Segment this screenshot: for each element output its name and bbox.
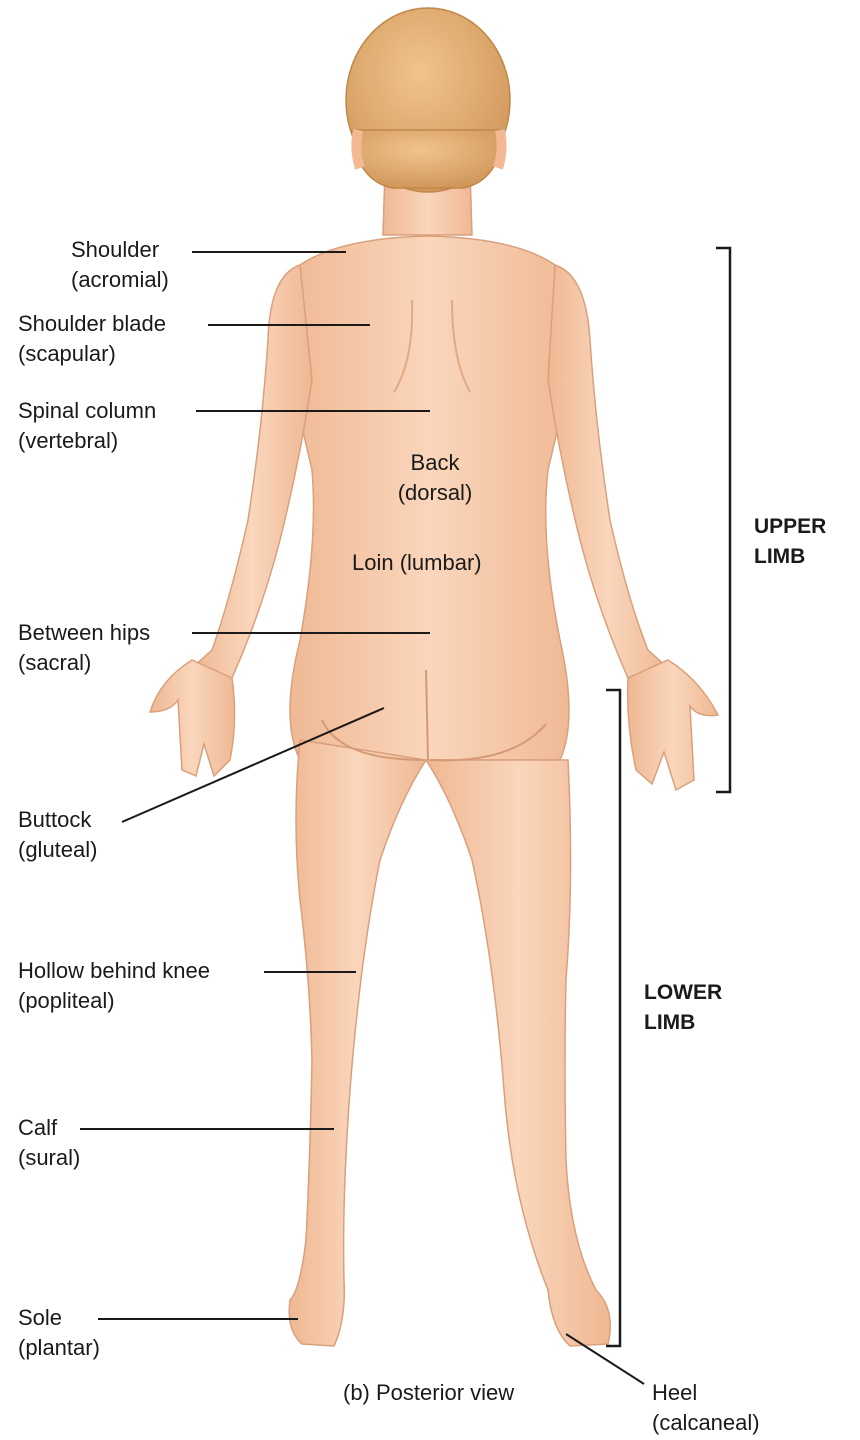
label-calf-term: (sural) [18, 1143, 80, 1173]
label-buttock: Buttock (gluteal) [18, 805, 97, 865]
body-silhouette [150, 170, 718, 1346]
right-arm [548, 265, 668, 678]
left-arm [192, 265, 312, 678]
region-upper-limb: UPPER LIMB [754, 512, 826, 572]
label-calf-name: Calf [18, 1113, 80, 1143]
left-hand [150, 660, 235, 776]
label-heel-term: (calcaneal) [652, 1408, 760, 1438]
right-leg [426, 760, 610, 1346]
label-between-hips: Between hips (sacral) [18, 618, 150, 678]
label-hollow-behind-knee: Hollow behind knee (popliteal) [18, 956, 210, 1016]
region-lower-limb-line2: LIMB [644, 1008, 722, 1038]
label-spinal-column-name: Spinal column [18, 396, 156, 426]
upper-limb-bracket [716, 248, 730, 792]
label-heel: Heel (calcaneal) [652, 1378, 760, 1438]
right-hand [628, 660, 718, 790]
label-back-name: Back [380, 448, 490, 478]
region-upper-limb-line1: UPPER [754, 512, 826, 542]
label-spinal-column: Spinal column (vertebral) [18, 396, 156, 456]
label-spinal-column-term: (vertebral) [18, 426, 156, 456]
label-shoulder-blade-name: Shoulder blade [18, 309, 166, 339]
lower-limb-bracket [606, 690, 620, 1346]
region-lower-limb-line1: LOWER [644, 978, 722, 1008]
label-between-hips-term: (sacral) [18, 648, 150, 678]
label-sole-term: (plantar) [18, 1333, 100, 1363]
region-upper-limb-line2: LIMB [754, 542, 826, 572]
region-lower-limb: LOWER LIMB [644, 978, 722, 1038]
label-loin: Loin (lumbar) [352, 548, 482, 578]
label-buttock-term: (gluteal) [18, 835, 97, 865]
label-sole-name: Sole [18, 1303, 100, 1333]
label-shoulder-term: (acromial) [71, 265, 169, 295]
label-loin-name: Loin (lumbar) [352, 548, 482, 578]
label-hollow-behind-knee-name: Hollow behind knee [18, 956, 210, 986]
label-shoulder: Shoulder (acromial) [71, 235, 169, 295]
label-shoulder-name: Shoulder [71, 235, 169, 265]
head [346, 8, 510, 192]
label-buttock-name: Buttock [18, 805, 97, 835]
figure-caption: (b) Posterior view [343, 1380, 514, 1406]
label-shoulder-blade: Shoulder blade (scapular) [18, 309, 166, 369]
label-hollow-behind-knee-term: (popliteal) [18, 986, 210, 1016]
label-sole: Sole (plantar) [18, 1303, 100, 1363]
label-shoulder-blade-term: (scapular) [18, 339, 166, 369]
label-back-term: (dorsal) [380, 478, 490, 508]
label-back: Back (dorsal) [380, 448, 490, 508]
label-between-hips-name: Between hips [18, 618, 150, 648]
label-calf: Calf (sural) [18, 1113, 80, 1173]
left-leg [289, 740, 426, 1346]
label-heel-name: Heel [652, 1378, 760, 1408]
brackets [606, 248, 730, 1346]
